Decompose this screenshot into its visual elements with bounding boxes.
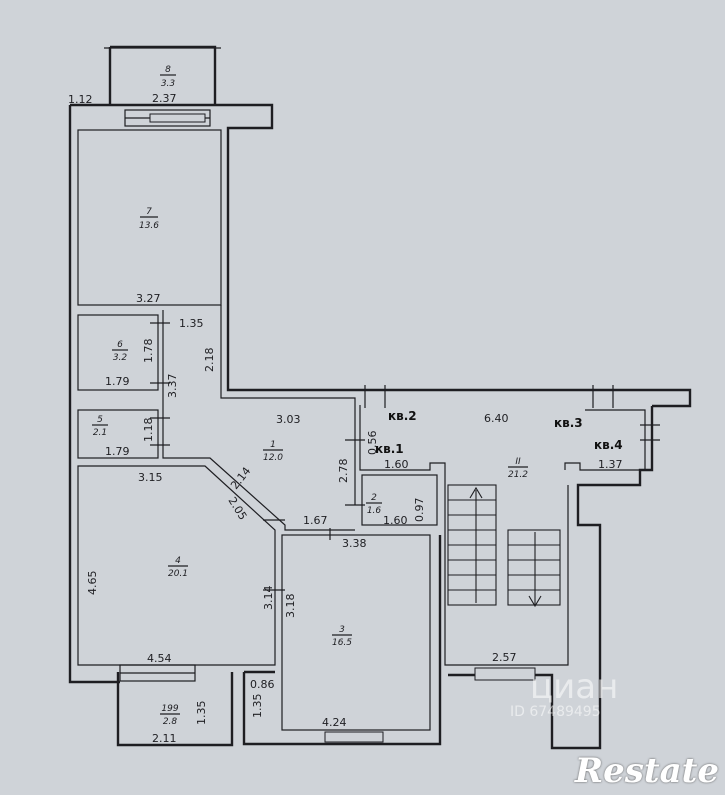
apartment-3-label: кв.3	[554, 416, 583, 430]
door-marks	[150, 322, 365, 591]
room-3-area: 16.5	[332, 638, 352, 648]
dim-3-14: 3.14	[262, 586, 275, 611]
dim-1-79-lower: 1.79	[105, 445, 130, 458]
room-1-area: 12.0	[263, 453, 283, 463]
room-2-number: 2	[371, 493, 377, 503]
staircase	[447, 484, 561, 608]
apartment-2-label: кв.2	[388, 409, 417, 423]
outer-right-wall	[448, 406, 654, 750]
dim-4-24: 4.24	[322, 716, 347, 729]
dim-2-78: 2.78	[337, 459, 350, 484]
dim-4-54: 4.54	[147, 652, 172, 665]
restate-logo: Restate	[574, 751, 719, 791]
dim-3-27: 3.27	[136, 292, 161, 305]
room-4-outline	[77, 465, 276, 666]
balcony-top-wall	[108, 45, 217, 105]
apartment-4-label: кв.4	[594, 438, 623, 452]
room-3-number: 3	[339, 625, 345, 635]
room-1-number: 1	[270, 440, 276, 450]
dim-0-56: 0.56	[366, 431, 379, 456]
room-4-number: 4	[175, 556, 181, 566]
dim-3-38: 3.38	[342, 537, 367, 550]
room-8-area: 3.3	[161, 79, 176, 89]
walls	[68, 45, 692, 750]
room-labels: 8 3.3 7 13.6 6 3.2 5 2.1 1 12.0 4 20.1 2…	[92, 65, 528, 727]
dim-1-12: 1.12	[68, 93, 93, 106]
room-5-area: 2.1	[93, 428, 107, 438]
watermark: циан ID 67489495	[510, 667, 618, 720]
room-8-number: 8	[165, 65, 171, 75]
room-7-outline	[77, 129, 222, 306]
dim-2-18: 2.18	[203, 348, 216, 373]
dim-3-18: 3.18	[284, 594, 297, 619]
dim-0-97: 0.97	[413, 498, 426, 523]
dim-1-79-upper: 1.79	[105, 375, 130, 388]
outer-left-wall	[68, 105, 120, 684]
apartment-1-label: кв.1	[375, 442, 404, 456]
room-6-outline	[77, 314, 159, 391]
dim-3-03: 3.03	[276, 413, 301, 426]
balcony-199-outline	[116, 672, 234, 747]
dim-2-37: 2.37	[152, 92, 177, 105]
room-3-outline	[281, 534, 431, 731]
room-7-number: 7	[146, 207, 152, 217]
dim-1-60-lower: 1.60	[383, 514, 408, 527]
dim-1-37: 1.37	[598, 458, 623, 471]
apartment-labels: кв.2 кв.1 кв.3 кв.4	[375, 409, 623, 456]
dim-3-37: 3.37	[166, 374, 179, 399]
room-7-area: 13.6	[139, 221, 159, 231]
dim-1-78: 1.78	[142, 339, 155, 364]
dim-3-15: 3.15	[138, 471, 163, 484]
room-4-area: 20.1	[168, 569, 188, 579]
dim-1-18: 1.18	[142, 418, 155, 443]
dim-2-57: 2.57	[492, 651, 517, 664]
outer-top-wall	[70, 103, 692, 408]
room-5-number: 5	[97, 415, 103, 425]
dim-1-67: 1.67	[303, 514, 328, 527]
dim-2-11: 2.11	[152, 732, 177, 745]
dim-1-35-mid: 1.35	[251, 694, 264, 719]
room-6-number: 6	[117, 340, 123, 350]
watermark-id: ID 67489495	[510, 704, 601, 720]
room-6-area: 3.2	[113, 353, 128, 363]
room-199-number: 199	[161, 704, 178, 714]
dim-1-35-top: 1.35	[179, 317, 204, 330]
dim-1-60-upper: 1.60	[384, 458, 409, 471]
room-5-outline	[77, 409, 159, 459]
room-2-outline	[361, 474, 438, 526]
windows	[119, 109, 660, 743]
room-199-area: 2.8	[163, 717, 178, 727]
dim-1-35-balcony: 1.35	[195, 701, 208, 726]
watermark-brand: циан	[530, 667, 618, 707]
dim-6-40: 6.40	[484, 412, 509, 425]
dim-0-86: 0.86	[250, 678, 275, 691]
room-II-area: 21.2	[508, 470, 528, 480]
room-2-area: 1.6	[367, 506, 382, 516]
dim-4-65: 4.65	[86, 571, 99, 596]
room-II-number: II	[515, 457, 521, 467]
